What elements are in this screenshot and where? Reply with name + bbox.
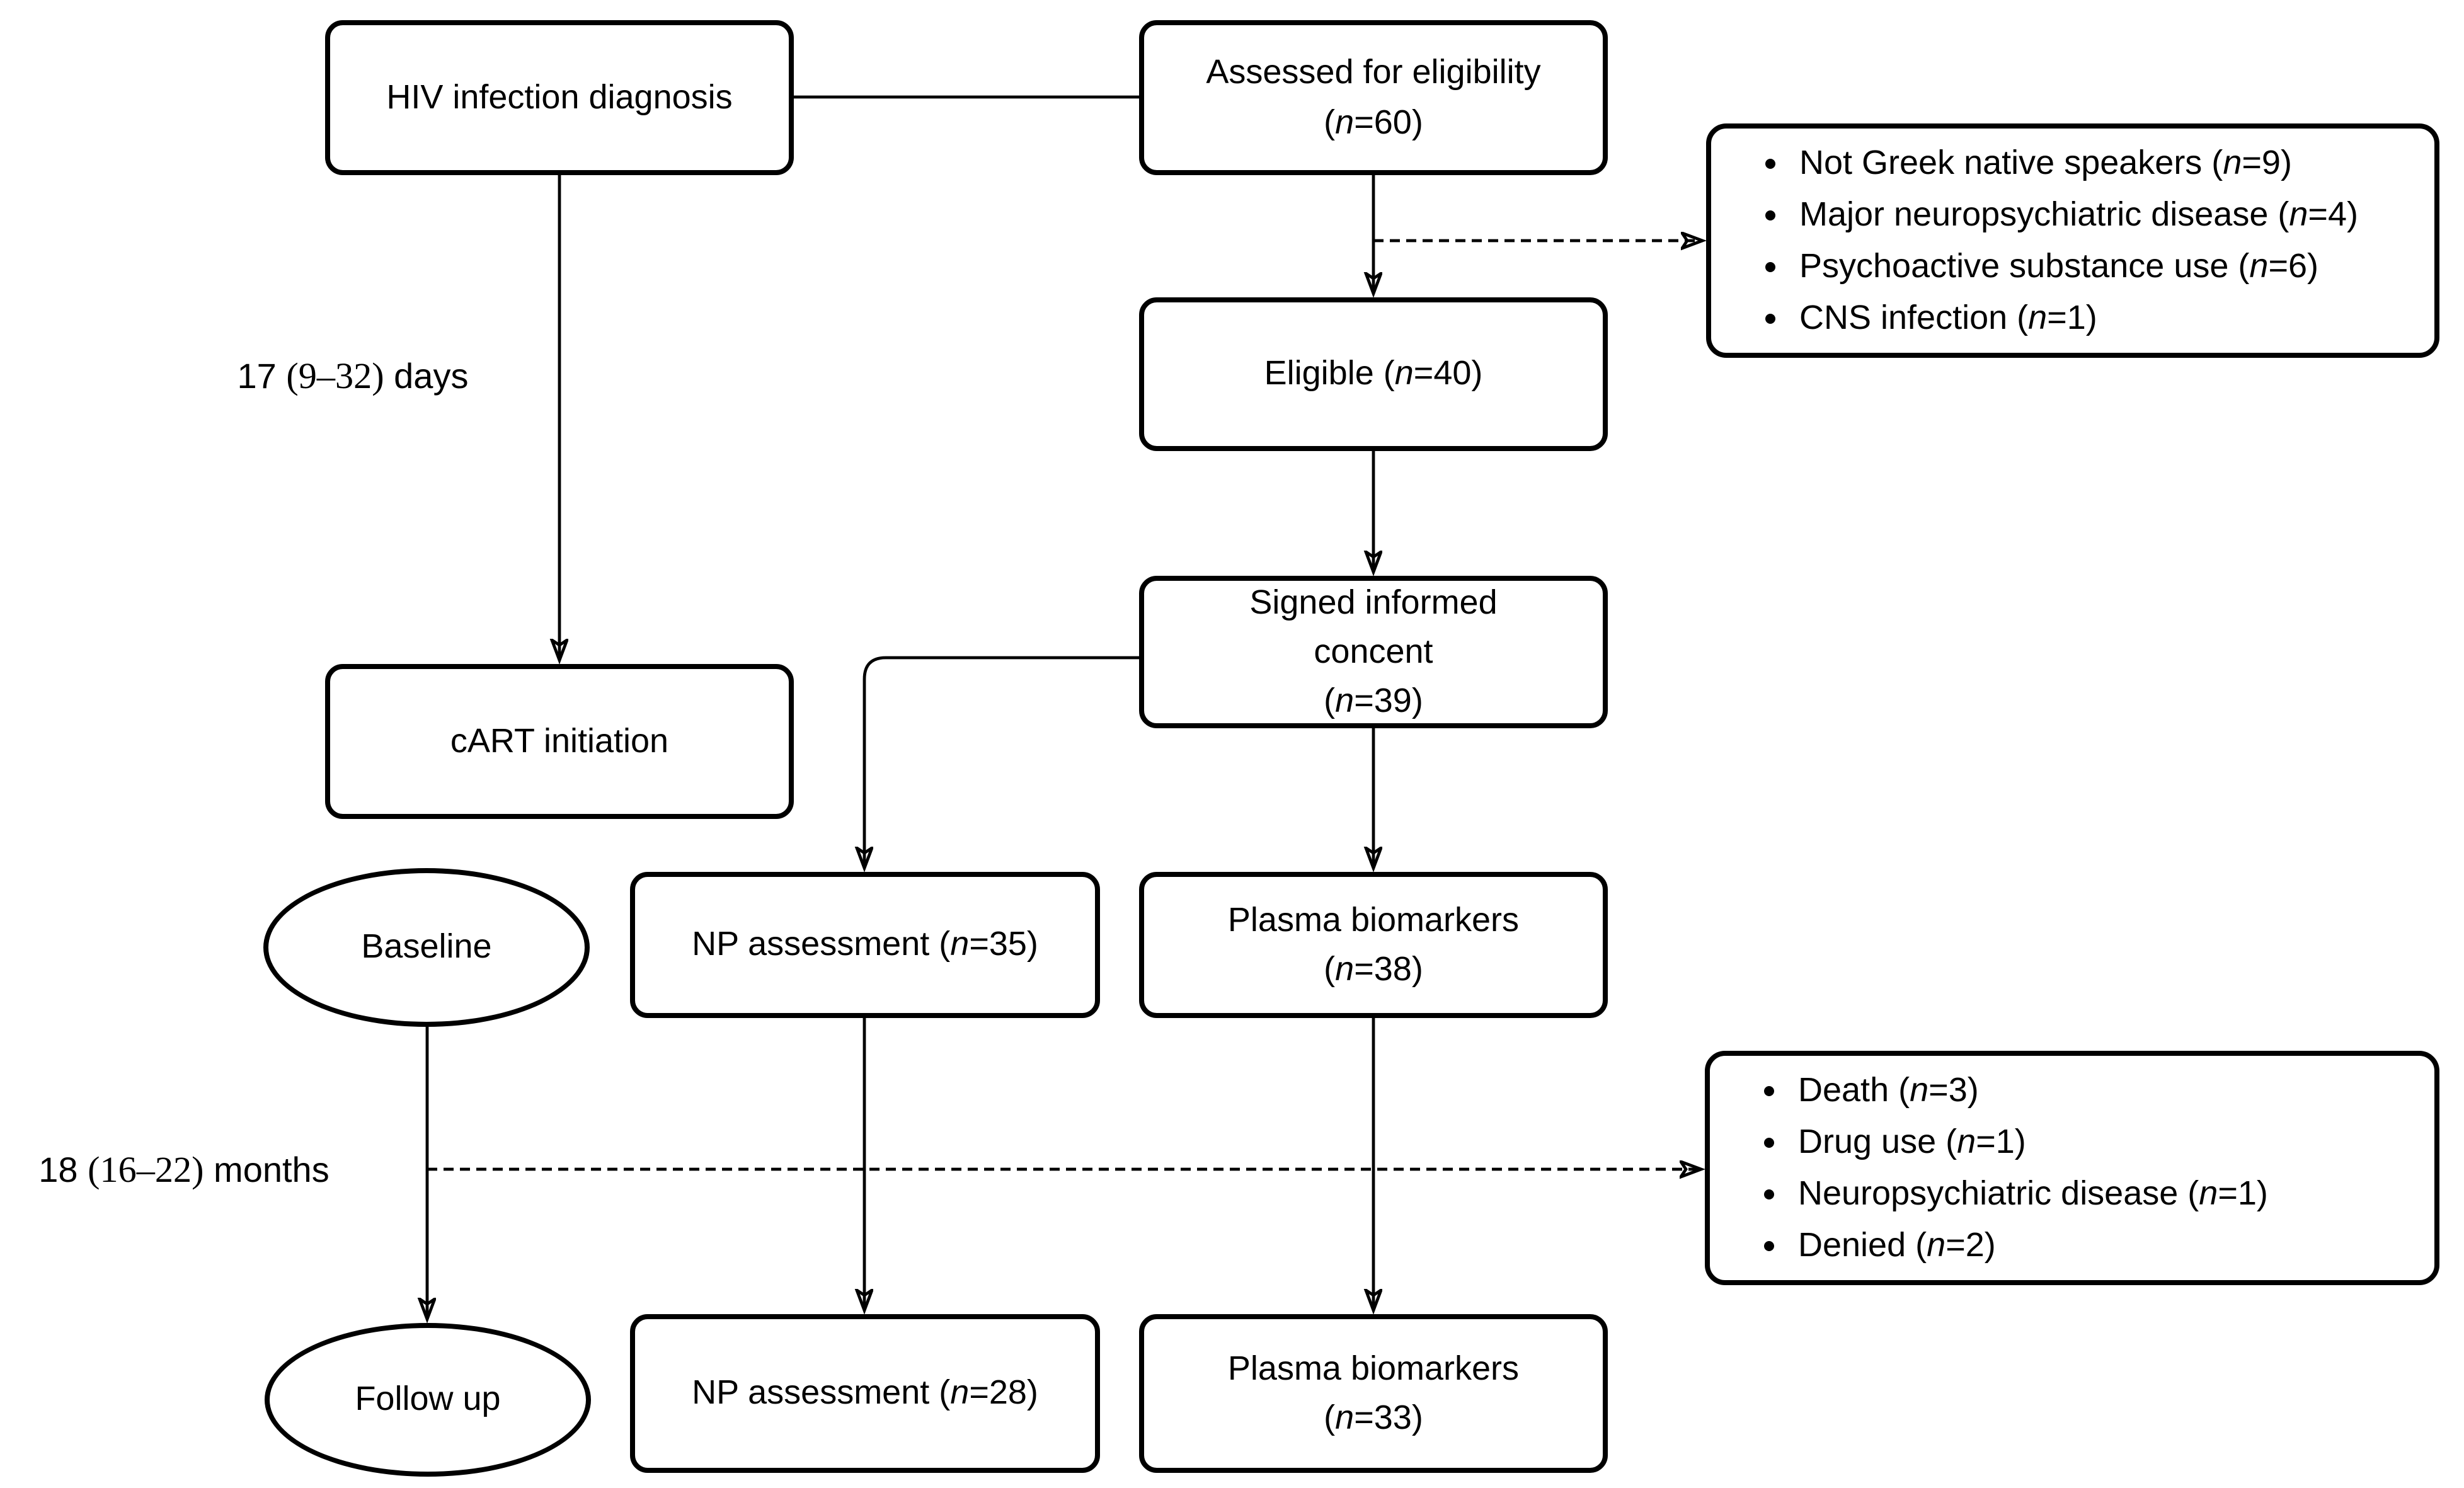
node-plasma-biomarkers-followup: Plasma biomarkers (n=33) (1139, 1314, 1608, 1473)
followup-exclusion-item: Death (n=3) (1793, 1065, 2434, 1116)
node-hiv-diagnosis-label: HIV infection diagnosis (386, 77, 733, 116)
node-eligible-label: Eligible (n=40) (1264, 354, 1483, 392)
label-time-to-cart: 17 (9–32) days (237, 357, 469, 397)
elbow-arrow-signed-to-np-baseline (864, 656, 1139, 867)
node-np-assessment-followup-label: NP assessment (n=28) (692, 1373, 1038, 1412)
node-np-assessment-baseline-label: NP assessment (n=35) (692, 925, 1038, 963)
screening-exclusion-item: Not Greek native speakers (n=9) (1794, 137, 2434, 189)
followup-exclusion-item: Drug use (n=1) (1793, 1116, 2434, 1168)
followup-exclusions-list: Death (n=3) Drug use (n=1) Neuropsychiat… (1710, 1065, 2434, 1271)
screening-exclusions-list: Not Greek native speakers (n=9) Major ne… (1711, 137, 2434, 344)
label-time-to-followup: 18 (16–22) months (38, 1150, 329, 1191)
node-assessed-eligibility-count: (n=60) (1324, 103, 1423, 140)
node-assessed-eligibility: Assessed for eligibility (n=60) (1139, 20, 1608, 175)
node-assessed-eligibility-label: Assessed for eligibility (1206, 53, 1541, 91)
node-followup: Follow up (265, 1323, 591, 1477)
node-plasma-biomarkers-baseline-count: (n=38) (1324, 950, 1423, 988)
followup-exclusion-item: Denied (n=2) (1793, 1220, 2434, 1271)
node-baseline-label: Baseline (361, 927, 492, 966)
box-screening-exclusions: Not Greek native speakers (n=9) Major ne… (1706, 123, 2439, 358)
followup-exclusion-item: Neuropsychiatric disease (n=1) (1793, 1168, 2434, 1220)
node-plasma-biomarkers-baseline-label: Plasma biomarkers (1227, 900, 1520, 939)
node-hiv-diagnosis: HIV infection diagnosis (325, 20, 794, 175)
node-np-assessment-followup: NP assessment (n=28) (630, 1314, 1100, 1473)
node-eligible: Eligible (n=40) (1139, 297, 1608, 451)
screening-exclusion-item: CNS infection (n=1) (1794, 292, 2434, 344)
node-cart-initiation: cART initiation (325, 664, 794, 819)
screening-exclusion-item: Major neuropsychiatric disease (n=4) (1794, 189, 2434, 241)
node-cart-initiation-label: cART initiation (450, 721, 669, 760)
box-followup-exclusions: Death (n=3) Drug use (n=1) Neuropsychiat… (1705, 1051, 2439, 1285)
node-signed-consent-count: (n=39) (1324, 682, 1423, 720)
node-signed-consent: Signed informed concent (n=39) (1139, 576, 1608, 728)
node-plasma-biomarkers-baseline: Plasma biomarkers (n=38) (1139, 872, 1608, 1018)
node-signed-consent-label: Signed informed concent (1249, 583, 1498, 670)
node-baseline: Baseline (263, 868, 590, 1027)
node-np-assessment-baseline: NP assessment (n=35) (630, 872, 1100, 1018)
screening-exclusion-item: Psychoactive substance use (n=6) (1794, 241, 2434, 292)
node-followup-label: Follow up (355, 1380, 501, 1418)
node-plasma-biomarkers-followup-count: (n=33) (1324, 1399, 1423, 1436)
node-plasma-biomarkers-followup-label: Plasma biomarkers (1227, 1349, 1520, 1387)
